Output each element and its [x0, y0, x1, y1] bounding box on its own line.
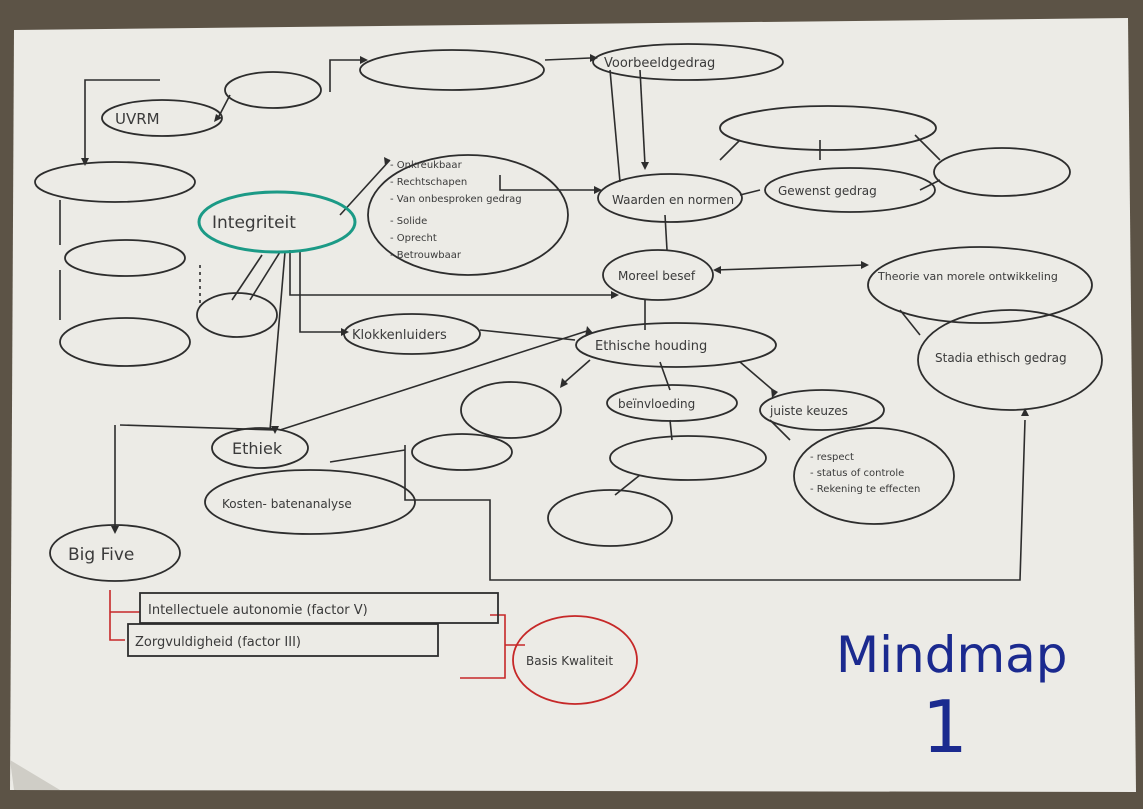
- label-big-five: Big Five: [68, 545, 134, 565]
- label-zorgvuldigheid: Zorgvuldigheid (factor III): [135, 635, 301, 650]
- integriteit-list-item: - Onkreukbaar: [390, 160, 463, 171]
- juiste-keuzes-list: - respect - status of controle - Rekenin…: [810, 452, 920, 495]
- integriteit-list-item: - Solide: [390, 216, 427, 227]
- label-voorbeeldgedrag: Voorbeeldgedrag: [604, 56, 715, 71]
- juiste-keuzes-list-item: - respect: [810, 452, 854, 463]
- integriteit-list-item: - Rechtschapen: [390, 177, 467, 188]
- mindmap-number: 1: [922, 685, 968, 769]
- node-labels: UVRM Integriteit Voorbeeldgedrag Waarden…: [68, 56, 1067, 668]
- integriteit-list: - Onkreukbaar - Rechtschapen - Van onbes…: [390, 160, 522, 261]
- juiste-keuzes-list-item: - status of controle: [810, 468, 904, 479]
- label-integriteit: Integriteit: [212, 213, 296, 233]
- label-ethische-houding: Ethische houding: [595, 339, 707, 354]
- label-klokkenluiders: Klokkenluiders: [352, 328, 447, 343]
- label-intellectuele-autonomie: Intellectuele autonomie (factor V): [148, 603, 368, 618]
- label-waarden-en-normen: Waarden en normen: [612, 193, 734, 207]
- mindmap-title: Mindmap: [836, 626, 1068, 684]
- arrowheads: [81, 54, 1029, 534]
- paper-shadow: [10, 760, 60, 790]
- label-theorie-morele-ontwikkeling: Theorie van morele ontwikkeling: [877, 270, 1058, 283]
- label-beinvloeding: beïnvloeding: [618, 397, 695, 411]
- label-moreel-besef: Moreel besef: [618, 269, 696, 283]
- label-basis-kwaliteit: Basis Kwaliteit: [526, 654, 613, 668]
- label-juiste-keuzes: juiste keuzes: [769, 404, 848, 418]
- integriteit-list-item: - Betrouwbaar: [390, 250, 462, 261]
- label-ethiek: Ethiek: [232, 439, 283, 458]
- integriteit-list-item: - Oprecht: [390, 233, 437, 244]
- juiste-keuzes-list-item: - Rekening te effecten: [810, 484, 920, 495]
- node-shapes: [34, 43, 1103, 705]
- label-kosten-batenanalyse: Kosten- batenanalyse: [222, 497, 352, 511]
- label-gewenst-gedrag: Gewenst gedrag: [778, 184, 877, 198]
- label-stadia-ethisch-gedrag: Stadia ethisch gedrag: [935, 351, 1067, 365]
- label-uvrm: UVRM: [115, 110, 160, 128]
- connector-lines: [59, 57, 1026, 581]
- integriteit-list-item: - Van onbesproken gedrag: [390, 194, 522, 205]
